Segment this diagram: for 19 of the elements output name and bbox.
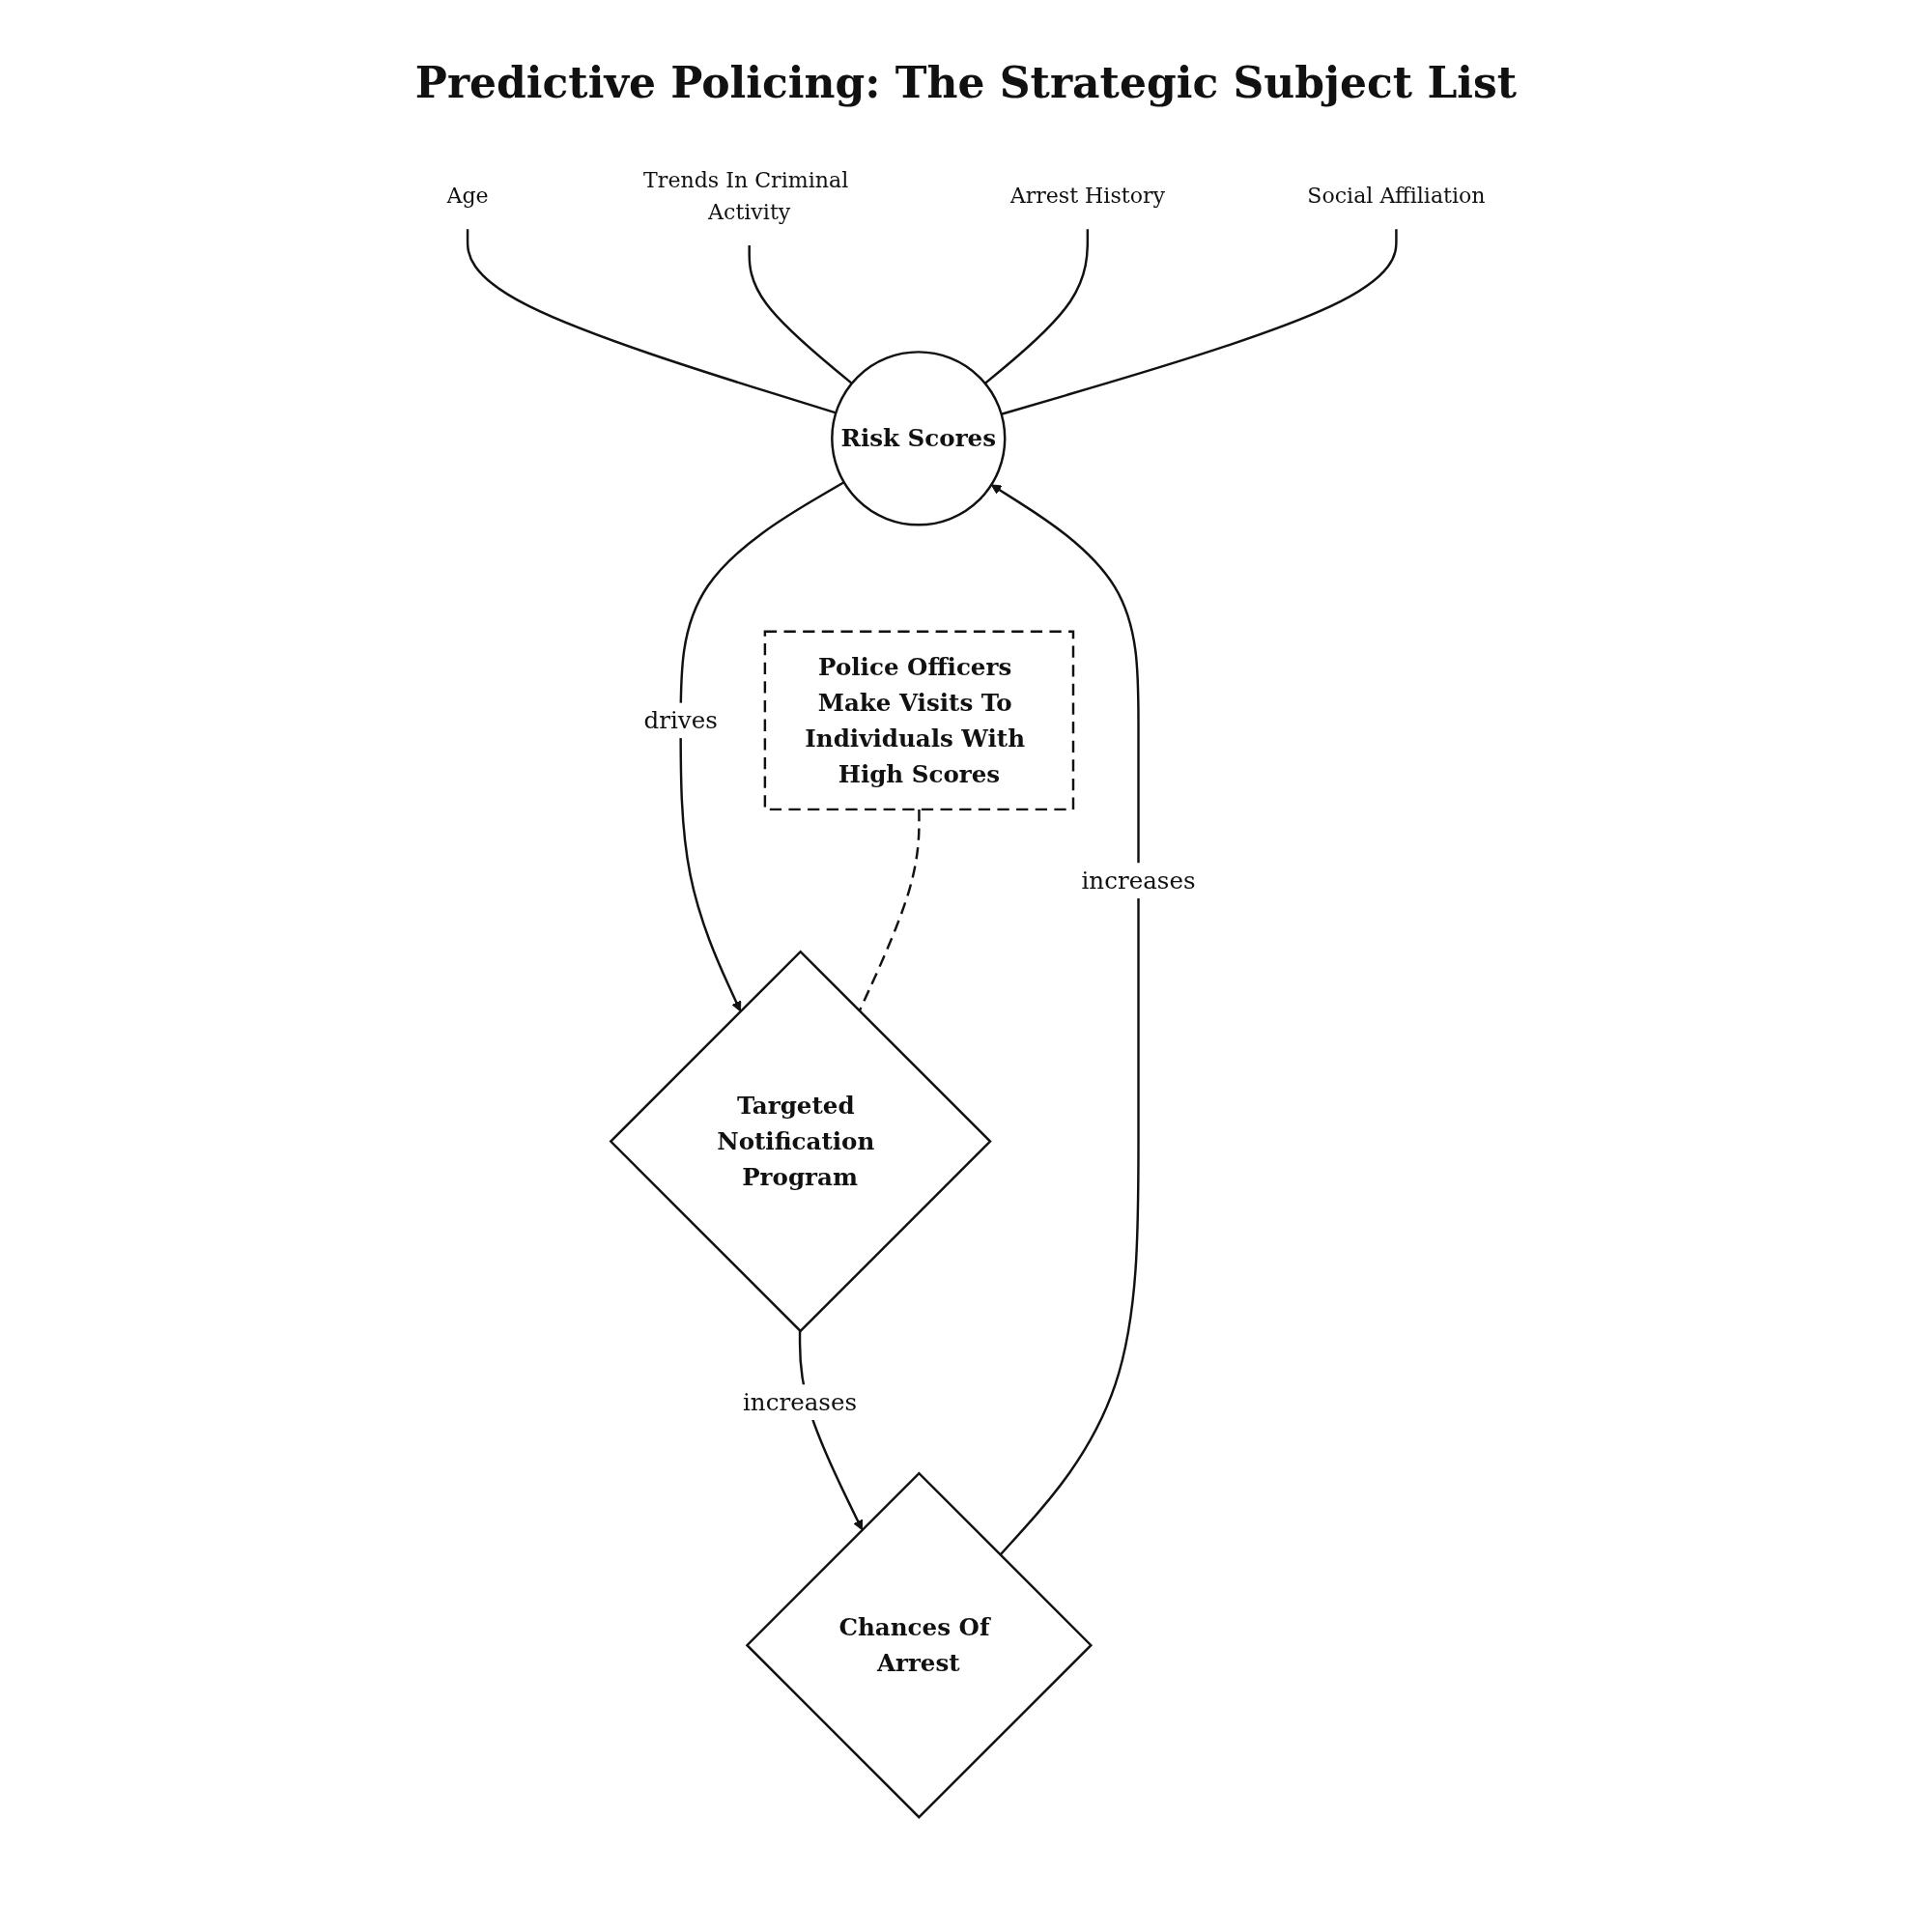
edge-label: increases (743, 1387, 858, 1417)
arrow (990, 484, 1140, 1556)
connector (466, 229, 837, 414)
node-box: Police Officers Make Visits To Individuals With High Scores (763, 630, 1075, 811)
connector (858, 809, 921, 1012)
node-text: Age (446, 183, 489, 209)
diagram-title: Predictive Policing: The Strategic Subject List (413, 58, 1519, 107)
connector (1001, 229, 1398, 415)
connector (748, 244, 853, 384)
node-text: Arrest History (1009, 183, 1165, 209)
arrow (679, 481, 845, 1012)
edge-label: drives (643, 706, 718, 735)
node-diamond: Targeted Notification Program (609, 950, 992, 1333)
node-circle: Risk Scores (831, 351, 1007, 526)
node-text: Trends In Criminal Activity (643, 166, 849, 224)
connector (983, 229, 1090, 384)
node-diamond: Chances Of Arrest (745, 1471, 1094, 1819)
node-text: Social Affiliation (1307, 183, 1486, 209)
edge-label: increases (1081, 866, 1196, 895)
